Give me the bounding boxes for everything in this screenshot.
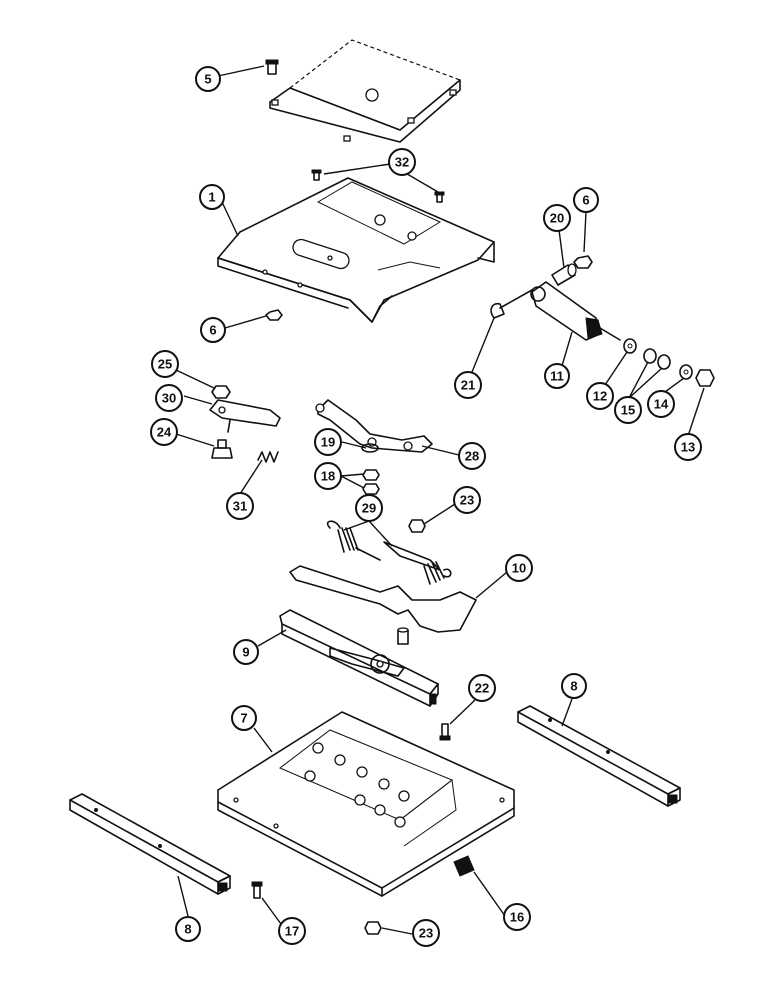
nut-6-right	[573, 255, 593, 269]
callout-22: 22	[468, 674, 496, 702]
rail-8-right	[517, 705, 681, 807]
callout-20-label: 20	[550, 211, 564, 226]
callout-10-label: 10	[512, 561, 526, 576]
callout-19-label: 19	[321, 435, 335, 450]
washers-15	[643, 348, 671, 370]
callout-21-label: 21	[461, 378, 475, 393]
callout-13: 13	[674, 433, 702, 461]
knob-24	[211, 439, 233, 459]
nut-23-lower	[364, 921, 382, 935]
callout-7: 7	[231, 705, 257, 731]
callout-8-left: 8	[175, 916, 201, 942]
damper-11	[530, 281, 621, 341]
nut-6-left	[265, 309, 283, 321]
callout-7-label: 7	[240, 711, 247, 726]
springs-29	[326, 520, 452, 585]
callout-15-label: 15	[621, 403, 635, 418]
bolt-17	[251, 881, 263, 899]
callout-21: 21	[454, 371, 482, 399]
washer-12	[623, 338, 637, 354]
callout-24: 24	[150, 418, 178, 446]
callout-16: 16	[503, 903, 531, 931]
callout-11-label: 11	[550, 369, 564, 384]
callout-23-lower-label: 23	[419, 926, 433, 941]
callout-1-label: 1	[208, 190, 215, 205]
washer-19	[361, 443, 379, 453]
callout-14: 14	[647, 390, 675, 418]
callout-6-left: 6	[200, 317, 226, 343]
screws-32	[311, 169, 445, 203]
pin-21	[490, 289, 533, 319]
washer-14	[679, 364, 693, 380]
callout-6-right-label: 6	[582, 193, 589, 208]
callout-32: 32	[388, 148, 416, 176]
callout-20: 20	[543, 204, 571, 232]
callout-19: 19	[314, 428, 342, 456]
callout-18-label: 18	[321, 469, 335, 484]
callout-29-label: 29	[362, 501, 376, 516]
callout-30-label: 30	[162, 391, 176, 406]
callout-28: 28	[458, 442, 486, 470]
callout-1: 1	[199, 184, 225, 210]
nut-13	[695, 369, 715, 387]
callout-6-right: 6	[573, 187, 599, 213]
nuts-18	[362, 469, 380, 495]
spring-31	[257, 451, 279, 463]
callout-29: 29	[355, 494, 383, 522]
nut-25	[211, 385, 231, 399]
callout-5: 5	[195, 66, 221, 92]
callout-31-label: 31	[233, 499, 247, 514]
callout-22-label: 22	[475, 681, 489, 696]
callout-13-label: 13	[681, 440, 695, 455]
bolt-22	[439, 723, 451, 741]
callout-8-left-label: 8	[184, 922, 191, 937]
callout-15: 15	[614, 396, 642, 424]
callout-14-label: 14	[654, 397, 669, 412]
cap-16	[453, 855, 475, 877]
callout-23-lower: 23	[412, 919, 440, 947]
sleeve-20	[551, 263, 577, 286]
leader-lines	[175, 65, 705, 940]
callout-6-left-label: 6	[209, 323, 216, 338]
callout-31: 31	[226, 492, 254, 520]
nut-23-upper	[408, 519, 426, 533]
callout-12-label: 12	[593, 389, 607, 404]
callout-11: 11	[544, 363, 570, 389]
callout-9-label: 9	[242, 645, 249, 660]
callout-18: 18	[314, 462, 342, 490]
callout-25-label: 25	[158, 357, 172, 372]
screw-5	[265, 59, 279, 75]
callout-8-right-label: 8	[570, 679, 577, 694]
callout-16-label: 16	[510, 910, 524, 925]
base-frame-7	[217, 711, 515, 897]
callout-25: 25	[151, 350, 179, 378]
part-upper-slide-plate	[217, 177, 495, 323]
callout-23-upper: 23	[453, 486, 481, 514]
bracket-10	[289, 565, 477, 645]
callout-12: 12	[586, 382, 614, 410]
part-seat-top-plate	[269, 39, 462, 143]
callout-30: 30	[155, 384, 183, 412]
callout-17-label: 17	[285, 924, 299, 939]
callout-23-upper-label: 23	[460, 493, 474, 508]
callout-9: 9	[233, 639, 259, 665]
callout-10: 10	[505, 554, 533, 582]
callout-8-right: 8	[561, 673, 587, 699]
callout-24-label: 24	[157, 425, 172, 440]
rail-8-left	[69, 793, 231, 895]
callout-17: 17	[278, 917, 306, 945]
slide-rail-9	[279, 609, 439, 707]
callout-32-label: 32	[395, 155, 409, 170]
lever-30	[209, 399, 281, 433]
callout-5-label: 5	[204, 72, 211, 87]
callout-28-label: 28	[465, 449, 479, 464]
